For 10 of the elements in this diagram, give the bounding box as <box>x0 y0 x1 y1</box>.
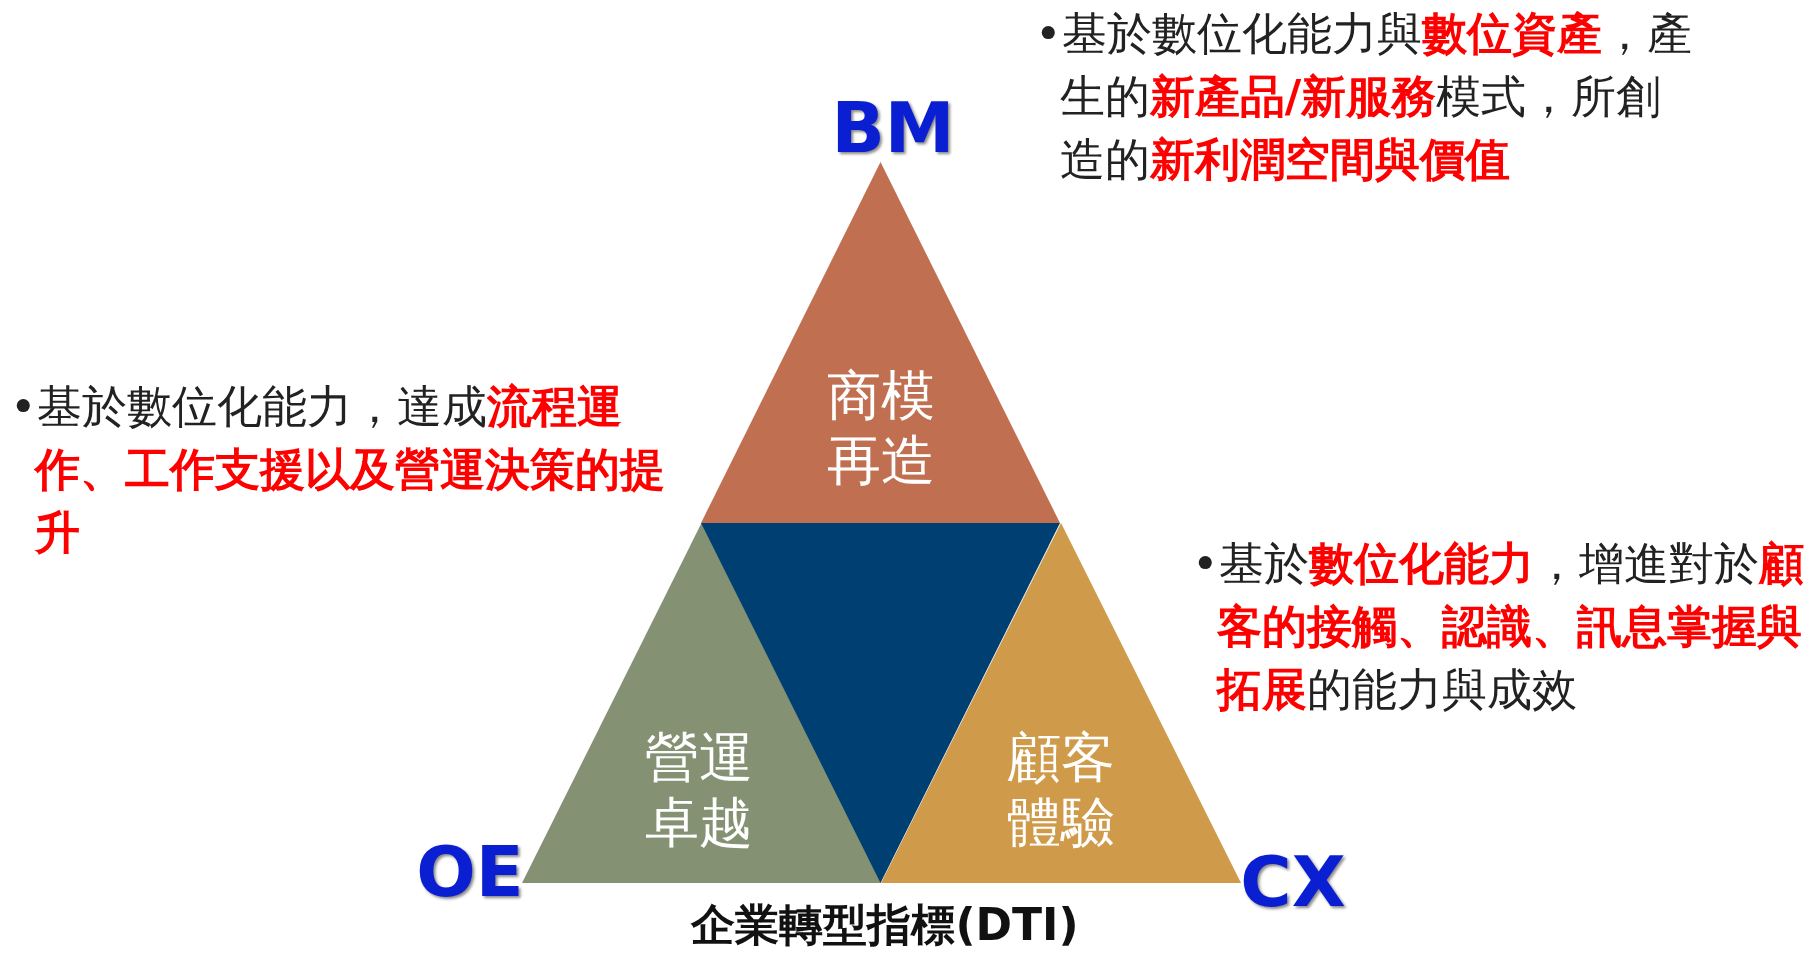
corner-label: BM <box>831 87 955 169</box>
description-text: •基於數位化能力與數位資產，產生的新產品/新服務模式，所創造的新利潤空間與價值 <box>1035 6 1693 188</box>
description-text: •基於數位化能力，達成流程運作、工作支援以及營運決策的提升 <box>10 379 665 561</box>
segment-label: 營運卓越 <box>644 726 754 856</box>
corner-label: OE <box>416 831 524 913</box>
description-text: •基於數位化能力，增進對於顧客的接觸、認識、訊息掌握與拓展的能力與成效 <box>1192 536 1805 718</box>
segment-label: 顧客體驗 <box>1006 726 1116 856</box>
corner-label: CX <box>1240 841 1346 923</box>
diagram-title: 企業轉型指標(DTI) <box>691 897 1079 952</box>
segment-label: 商模再造 <box>826 364 936 494</box>
